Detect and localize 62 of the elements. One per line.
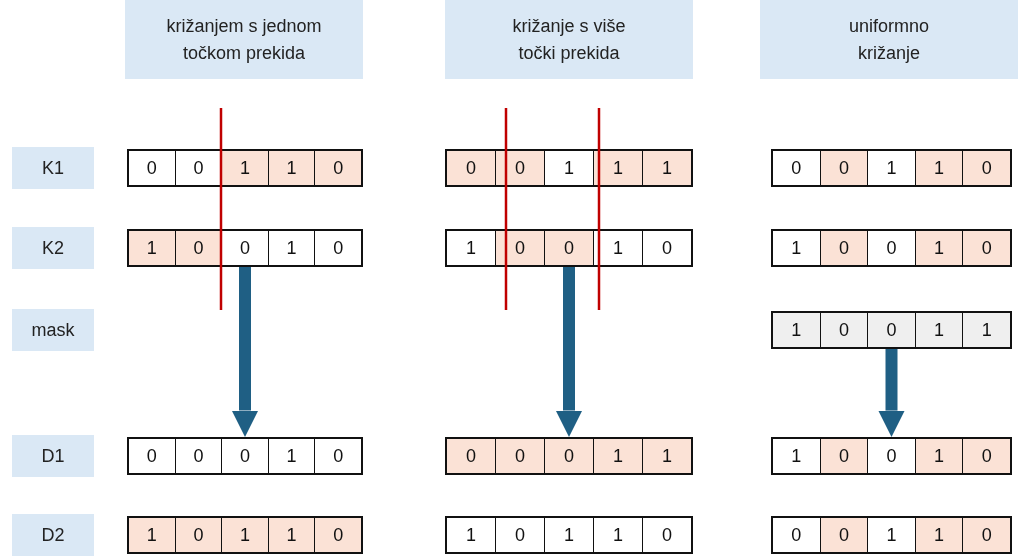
block-arrow (231, 267, 259, 437)
gene-cell: 0 (819, 151, 868, 185)
gene-cell: 0 (447, 439, 495, 473)
bit-string (771, 437, 1012, 475)
gene-cell: 1 (914, 518, 963, 552)
gene-cell: 0 (495, 439, 544, 473)
gene-cell: 1 (914, 151, 963, 185)
gene-cell: 1 (129, 231, 175, 265)
gene-cell: 0 (544, 439, 593, 473)
gene-cell: 0 (962, 518, 1010, 552)
gene-cell: 1 (962, 313, 1010, 347)
bit-string (127, 229, 363, 267)
block-arrow (878, 349, 905, 437)
gene-cell: 1 (914, 231, 963, 265)
bit-string (445, 516, 693, 554)
gene-cell: 0 (819, 518, 868, 552)
gene-cell: 1 (642, 151, 691, 185)
bit-string (445, 149, 693, 187)
column-heading: uniformno križanje (760, 0, 1018, 79)
column-heading: križanjem s jednom točkom prekida (125, 0, 363, 79)
row-label: D1 (12, 435, 94, 477)
block-arrow (555, 267, 583, 437)
gene-cell: 1 (221, 151, 268, 185)
gene-cell: 0 (962, 231, 1010, 265)
gene-cell: 0 (544, 231, 593, 265)
row-label: D2 (12, 514, 94, 556)
gene-cell: 0 (174, 518, 222, 552)
bit-string (445, 437, 693, 475)
bit-string (127, 516, 363, 554)
gene-cell: 1 (221, 518, 268, 552)
gene-cell: 1 (642, 439, 691, 473)
gene-cell: 0 (495, 151, 544, 185)
gene-cell: 1 (593, 439, 642, 473)
bit-string (127, 437, 363, 475)
row-label: mask (12, 309, 94, 351)
bit-string (445, 229, 693, 267)
gene-cell: 1 (129, 518, 175, 552)
gene-cell: 0 (447, 151, 495, 185)
gene-cell: 0 (819, 313, 868, 347)
gene-cell: 1 (773, 313, 820, 347)
gene-cell: 0 (819, 439, 868, 473)
gene-cell: 0 (495, 231, 544, 265)
bit-string (771, 311, 1012, 349)
gene-cell: 0 (962, 151, 1010, 185)
gene-cell: 1 (267, 518, 315, 552)
gene-cell: 0 (174, 231, 222, 265)
gene-cell: 0 (314, 151, 361, 185)
gene-cell: 0 (314, 518, 361, 552)
row-label: K1 (12, 147, 94, 189)
bit-string (771, 149, 1012, 187)
gene-cell: 0 (819, 231, 868, 265)
gene-cell: 1 (914, 439, 963, 473)
bit-string (127, 149, 363, 187)
bit-string (771, 516, 1012, 554)
column-heading: križanje s više točki prekida (445, 0, 693, 79)
gene-cell: 0 (867, 313, 915, 347)
gene-cell: 1 (914, 313, 963, 347)
gene-cell: 1 (267, 151, 315, 185)
gene-cell: 0 (962, 439, 1010, 473)
gene-cell: 1 (593, 151, 642, 185)
bit-string (771, 229, 1012, 267)
row-label: K2 (12, 227, 94, 269)
